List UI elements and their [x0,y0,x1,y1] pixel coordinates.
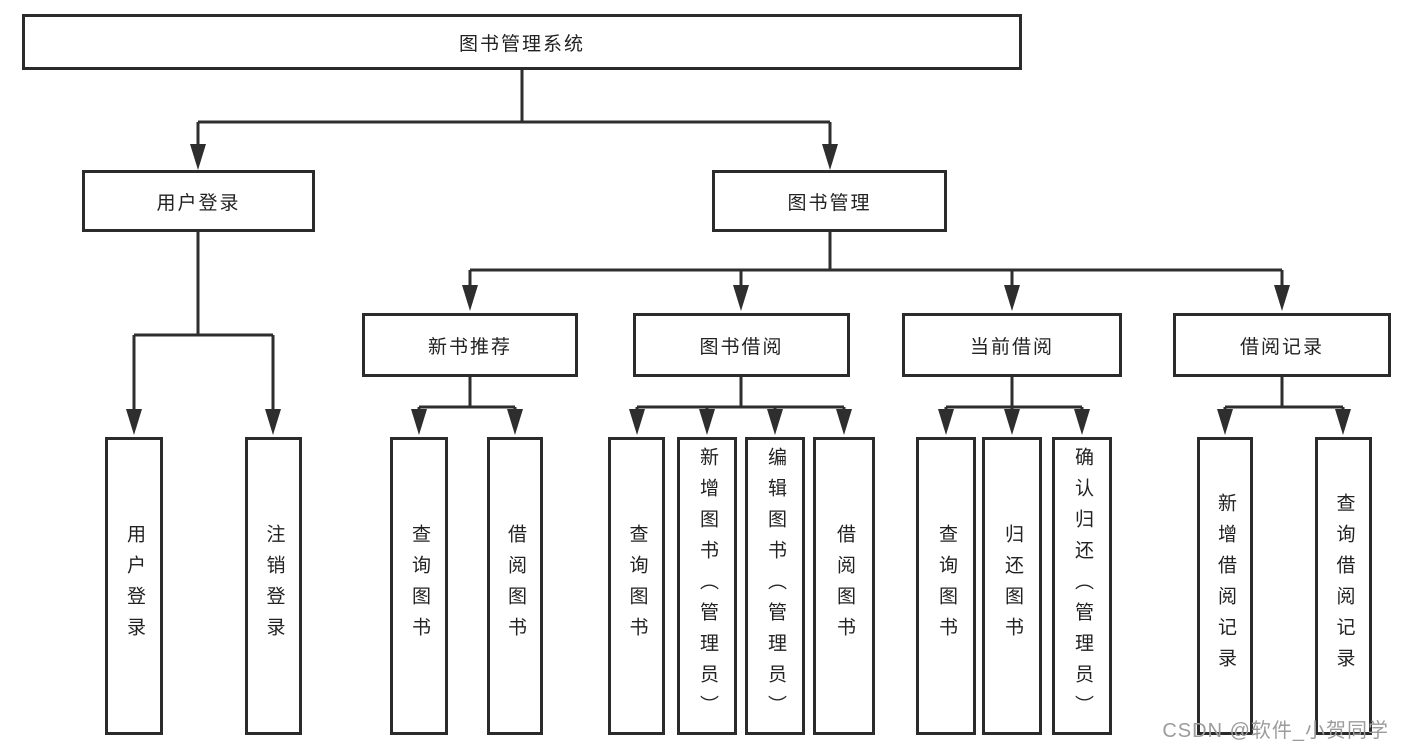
connector-new-book-split [411,377,523,435]
node-user-login: 用户登录 [82,170,315,232]
connector-root-split [190,70,838,170]
node-book-borrowing-label: 图书借阅 [699,336,784,358]
leaf-return-books-label: 归还图书 [1001,524,1023,648]
node-book-management: 图书管理 [712,170,947,232]
leaf-newbook-borrow-books: 借阅图书 [487,437,543,735]
node-book-management-label: 图书管理 [787,192,872,214]
leaf-add-books-admin: 新增图书（管理员） [677,437,737,735]
leaf-add-books-admin-label: 新增图书（管理员） [696,446,718,726]
arrow-down-icon [126,409,142,435]
leaf-add-borrow-record-label: 新增借阅记录 [1214,493,1236,679]
leaf-logout: 注销登录 [245,437,302,735]
arrow-down-icon [733,285,749,311]
arrow-down-icon [1217,409,1233,435]
arrow-down-icon [836,409,852,435]
leaf-query-borrow-record: 查询借阅记录 [1315,437,1372,735]
leaf-current-query-books-label: 查询图书 [935,524,957,648]
leaf-borrowing-query-books-label: 查询图书 [626,524,648,648]
node-book-borrowing: 图书借阅 [633,313,850,377]
arrow-down-icon [699,409,715,435]
arrow-down-icon [767,409,783,435]
leaf-add-borrow-record: 新增借阅记录 [1197,437,1253,735]
node-new-book-recommendation: 新书推荐 [362,313,578,377]
node-root: 图书管理系统 [22,14,1022,70]
arrow-down-icon [1004,409,1020,435]
connector-user-login-split [126,232,281,435]
connector-current-borrow-split [938,377,1090,435]
node-root-label: 图书管理系统 [458,33,585,55]
connector-book-management-split [462,232,1290,311]
leaf-newbook-query-books-label: 查询图书 [408,524,430,648]
arrow-down-icon [1274,285,1290,311]
arrow-down-icon [938,409,954,435]
node-current-borrowing: 当前借阅 [902,313,1122,377]
leaf-borrowing-query-books: 查询图书 [608,437,665,735]
leaf-borrowing-borrow-books-label: 借阅图书 [833,524,855,648]
arrow-down-icon [629,409,645,435]
node-borrow-records: 借阅记录 [1173,313,1391,377]
arrow-down-icon [507,409,523,435]
leaf-confirm-return-admin-label: 确认归还（管理员） [1071,446,1093,726]
node-borrow-records-label: 借阅记录 [1239,336,1324,358]
leaf-newbook-query-books: 查询图书 [390,437,448,735]
arrow-down-icon [411,409,427,435]
leaf-confirm-return-admin: 确认归还（管理员） [1052,437,1112,735]
node-new-book-recommendation-label: 新书推荐 [427,336,512,358]
arrow-down-icon [1074,409,1090,435]
leaf-user-login: 用户登录 [105,437,163,735]
arrow-down-icon [1004,285,1020,311]
node-user-login-label: 用户登录 [156,192,241,214]
leaf-edit-books-admin-label: 编辑图书（管理员） [764,446,786,726]
leaf-newbook-borrow-books-label: 借阅图书 [504,524,526,648]
arrow-down-icon [462,285,478,311]
leaf-edit-books-admin: 编辑图书（管理员） [745,437,805,735]
leaf-logout-label: 注销登录 [263,524,285,648]
watermark: CSDN @软件_小贺同学 [1162,720,1389,742]
leaf-return-books: 归还图书 [982,437,1042,735]
arrow-down-icon [822,144,838,170]
connector-borrow-records-split [1217,377,1351,435]
leaf-user-login-label: 用户登录 [123,524,145,648]
leaf-current-query-books: 查询图书 [916,437,976,735]
arrow-down-icon [265,409,281,435]
arrow-down-icon [190,144,206,170]
node-current-borrowing-label: 当前借阅 [969,336,1054,358]
leaf-borrowing-borrow-books: 借阅图书 [813,437,875,735]
arrow-down-icon [1335,409,1351,435]
connector-book-borrow-split [629,377,852,435]
leaf-query-borrow-record-label: 查询借阅记录 [1333,493,1355,679]
